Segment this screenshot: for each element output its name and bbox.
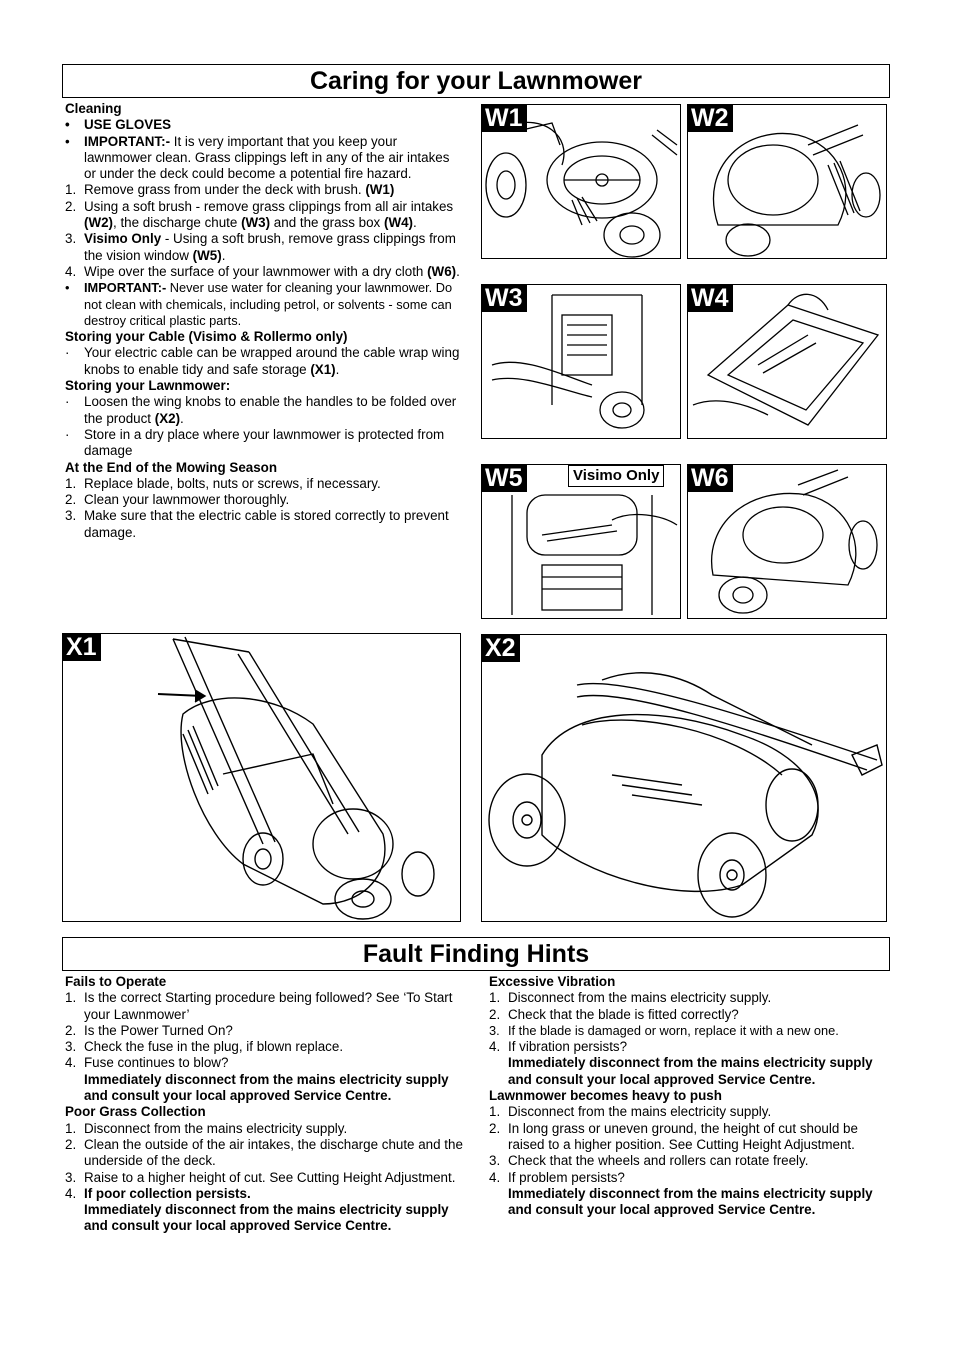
list-item: 3.Make sure that the electric cable is s… [65, 508, 449, 540]
cleaning-heading: Cleaning [65, 101, 122, 116]
poor-heading: Poor Grass Collection [65, 1104, 206, 1120]
vision-window-illustration [511, 494, 678, 615]
list-item: 4.If poor collection persists.Immediatel… [65, 1185, 449, 1234]
vibration-heading: Excessive Vibration [489, 974, 616, 989]
figure-x2: X2 [481, 634, 887, 922]
fault-right-column: Excessive Vibration 1.Disconnect from th… [489, 974, 883, 1218]
list-item: 3.Raise to a higher height of cut. See C… [65, 1169, 456, 1185]
list-item: 3.If the blade is damaged or worn, repla… [489, 1022, 839, 1038]
fault-title: Fault Finding Hints [62, 937, 890, 971]
list-item: 2.Check that the blade is fitted correct… [489, 1006, 739, 1022]
list-item: •USE GLOVES [65, 117, 172, 133]
fault-left-column: Fails to Operate 1.Is the correct Starti… [65, 974, 465, 1235]
figure-label: X1 [63, 634, 101, 661]
figure-w5: W5 Visimo Only [481, 464, 681, 619]
visimo-only-label: Visimo Only [568, 465, 665, 487]
cable-heading: Storing your Cable (Visimo & Rollermo on… [65, 329, 348, 345]
list-item: 3.Check that the wheels and rollers can … [489, 1153, 809, 1169]
caring-text-column: Cleaning •USE GLOVES •IMPORTANT:- It is … [65, 101, 465, 541]
figure-w2: W2 [687, 104, 887, 259]
list-item: ·Your electric cable can be wrapped arou… [65, 345, 460, 377]
caring-title: Caring for your Lawnmower [62, 64, 890, 98]
list-item: 2.Clean the outside of the air intakes, … [65, 1136, 463, 1169]
figure-w1: W1 [481, 104, 681, 259]
list-item: 3.Visimo Only - Using a soft brush, remo… [65, 231, 456, 263]
lawnmower-underside-illustration [485, 121, 678, 258]
list-item: 4.If problem persists?Immediately discon… [489, 1169, 873, 1218]
figure-label: X2 [482, 635, 520, 662]
list-item: ·Store in a dry place where your lawnmow… [65, 426, 445, 459]
figure-w3: W3 [481, 284, 681, 439]
list-item: 2.Using a soft brush - remove grass clip… [65, 198, 454, 231]
heavy-heading: Lawnmower becomes heavy to push [489, 1088, 722, 1104]
fails-heading: Fails to Operate [65, 974, 167, 989]
list-item: 1.Remove grass from under the deck with … [65, 182, 395, 198]
folded-handle-illustration [488, 672, 883, 918]
figure-label: W5 [482, 465, 527, 492]
list-item: 2.Is the Power Turned On? [65, 1022, 233, 1038]
list-item: 1.Disconnect from the mains electricity … [65, 1120, 348, 1136]
figure-label: W6 [688, 465, 733, 492]
figure-label: W4 [688, 285, 733, 312]
list-item: 2.Clean your lawnmower thoroughly. [65, 492, 290, 508]
list-item: 4.Wipe over the surface of your lawnmowe… [65, 263, 460, 279]
list-item: 1.Disconnect from the mains electricity … [489, 1104, 772, 1120]
season-heading: At the End of the Mowing Season [65, 459, 278, 475]
list-item: 2.In long grass or uneven ground, the he… [489, 1120, 858, 1152]
figure-w6: W6 [687, 464, 887, 619]
figure-label: W2 [688, 105, 733, 132]
list-item: ·Loosen the wing knobs to enable the han… [65, 394, 457, 426]
list-item: 4.Fuse continues to blow?Immediately dis… [65, 1055, 449, 1104]
list-item: •IMPORTANT:- It is very important that y… [65, 133, 450, 182]
list-item: •IMPORTANT:- Never use water for cleanin… [65, 280, 453, 328]
cable-wrap-illustration [157, 636, 435, 920]
wipe-surface-illustration [711, 469, 878, 614]
air-intake-brush-illustration [712, 124, 881, 257]
list-item: 1.Disconnect from the mains electricity … [489, 990, 772, 1006]
figure-x1: X1 [62, 633, 461, 922]
storing-heading: Storing your Lawnmower: [65, 378, 231, 394]
grass-box-illustration [692, 293, 880, 426]
list-item: 3.Check the fuse in the plug, if blown r… [65, 1039, 344, 1055]
figure-label: W1 [482, 105, 527, 132]
list-item: 1.Is the correct Starting procedure bein… [65, 990, 453, 1022]
figure-w4: W4 [687, 284, 887, 439]
list-item: 1.Replace blade, bolts, nuts or screws, … [65, 475, 381, 491]
figure-label: W3 [482, 285, 527, 312]
discharge-chute-illustration [491, 294, 645, 429]
list-item: 4.If vibration persists?Immediately disc… [489, 1039, 873, 1087]
